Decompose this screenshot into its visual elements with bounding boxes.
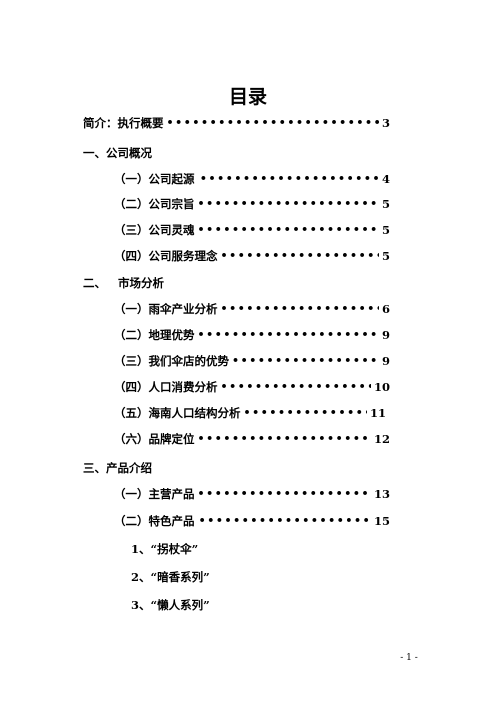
toc-entry-page: 13 — [373, 487, 390, 501]
toc-entry[interactable]: （四）人口消费分析 ••••••••••••••••••••••••••••••… — [114, 378, 390, 396]
toc-entry[interactable]: （一）公司起源 ••••••••••••••••••••••••••••••••… — [114, 170, 390, 188]
leader-dots: ••••••••••••••••••••••••••••••••••••••••… — [220, 302, 379, 315]
section-heading-2[interactable]: 二、 市场分析 — [83, 276, 165, 290]
section-heading-1[interactable]: 一、公司概况 — [83, 146, 152, 160]
toc-entry-page: 10 — [373, 380, 390, 394]
toc-entry[interactable]: （四）公司服务理念 ••••••••••••••••••••••••••••••… — [114, 247, 390, 265]
toc-entry[interactable]: （二）特色产品 ••••••••••••••••••••••••••••••••… — [114, 512, 390, 530]
leader-dots: ••••••••••••••••••••••••••••••••••••••••… — [197, 487, 371, 500]
toc-entry-label: （二）公司宗旨 — [114, 197, 195, 211]
toc-entry-page: 6 — [381, 302, 390, 316]
leader-dots: ••••••••••••••••••••••••••••••••••••••••… — [199, 172, 379, 185]
toc-entry-label: （二）特色产品 — [114, 514, 195, 528]
leader-dots: ••••••••••••••••••••••••••••••••••••••••… — [220, 380, 371, 393]
toc-entry-page: 12 — [373, 432, 390, 446]
leader-dots: ••••••••••••••••••••••••••••••••••••••••… — [197, 328, 379, 341]
toc-entry-label: （四）公司服务理念 — [114, 249, 218, 263]
leader-dots: ••••••••••••••••••••••••••••••••••••••••… — [198, 514, 371, 527]
toc-entry-page: 3 — [381, 116, 390, 130]
toc-entry-label: （三）公司灵魂 — [114, 223, 195, 237]
leader-dots: ••••••••••••••••••••••••••••••••••••••••… — [243, 406, 367, 419]
toc-entry-label: （一）雨伞产业分析 — [114, 302, 218, 316]
toc-entry-label: （四）人口消费分析 — [114, 380, 218, 394]
toc-entry-label: （二）地理优势 — [114, 328, 195, 342]
leader-dots: ••••••••••••••••••••••••••••••••••••••••… — [197, 223, 379, 236]
toc-entry-label: （一）公司起源 — [114, 172, 195, 186]
toc-entry[interactable]: （二）公司宗旨 ••••••••••••••••••••••••••••••••… — [114, 195, 390, 213]
toc-entry-intro[interactable]: 简介：执行概要 ••••••••••••••••••••••••••••••••… — [83, 114, 390, 132]
toc-entry[interactable]: （六）品牌定位 ••••••••••••••••••••••••••••••••… — [114, 430, 390, 448]
toc-entry-page: 9 — [381, 354, 390, 368]
toc-entry[interactable]: （一）主营产品 ••••••••••••••••••••••••••••••••… — [114, 485, 390, 503]
toc-entry-label: （一）主营产品 — [114, 487, 195, 501]
section-heading-3[interactable]: 三、产品介绍 — [83, 461, 152, 475]
toc-entry-page: 5 — [381, 223, 390, 237]
toc-title: 目录 — [228, 86, 267, 108]
toc-subitem[interactable]: 1、“拐杖伞” — [131, 542, 199, 556]
toc-entry[interactable]: （一）雨伞产业分析 ••••••••••••••••••••••••••••••… — [114, 300, 390, 318]
toc-entry-page: 15 — [373, 514, 390, 528]
leader-dots: ••••••••••••••••••••••••••••••••••••••••… — [166, 116, 379, 129]
toc-entry[interactable]: （五）海南人口结构分析 ••••••••••••••••••••••••••••… — [114, 404, 386, 422]
toc-entry[interactable]: （三）公司灵魂 ••••••••••••••••••••••••••••••••… — [114, 221, 390, 239]
toc-subitem[interactable]: 2、“暗香系列” — [131, 570, 210, 584]
toc-entry-page: 11 — [369, 406, 386, 420]
toc-entry[interactable]: （三）我们伞店的优势 •••••••••••••••••••••••••••••… — [114, 352, 390, 370]
toc-entry-page: 4 — [381, 172, 390, 186]
toc-entry-label: （五）海南人口结构分析 — [114, 406, 241, 420]
leader-dots: ••••••••••••••••••••••••••••••••••••••••… — [197, 432, 371, 445]
toc-entry-label: （六）品牌定位 — [114, 432, 195, 446]
page-number-footer: - 1 - — [400, 653, 418, 663]
leader-dots: ••••••••••••••••••••••••••••••••••••••••… — [197, 197, 379, 210]
toc-entry-page: 9 — [381, 328, 390, 342]
toc-entry-label: （三）我们伞店的优势 — [114, 354, 229, 368]
toc-entry[interactable]: （二）地理优势 ••••••••••••••••••••••••••••••••… — [114, 326, 390, 344]
toc-entry-label: 简介：执行概要 — [83, 116, 164, 130]
toc-subitem[interactable]: 3、“懒人系列” — [131, 598, 210, 612]
toc-entry-page: 5 — [381, 197, 390, 211]
leader-dots: ••••••••••••••••••••••••••••••••••••••••… — [232, 354, 379, 367]
toc-entry-page: 5 — [381, 249, 390, 263]
leader-dots: ••••••••••••••••••••••••••••••••••••••••… — [220, 249, 379, 262]
